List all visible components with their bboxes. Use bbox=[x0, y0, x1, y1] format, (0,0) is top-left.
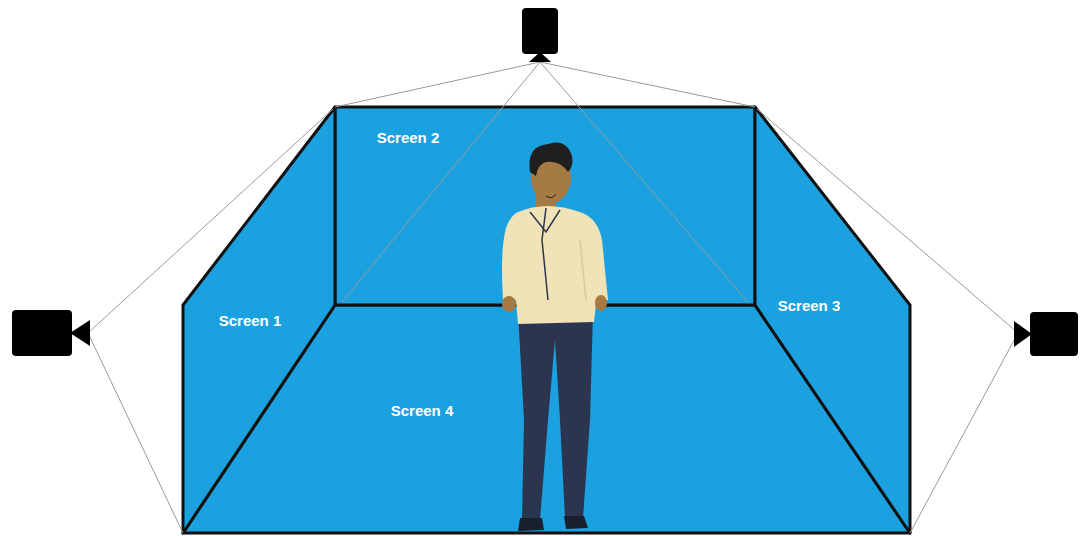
left-projector bbox=[12, 310, 90, 356]
projection-screen: Screen 3 bbox=[755, 107, 910, 533]
screen-label: Screen 1 bbox=[218, 311, 282, 330]
screen-surface bbox=[183, 107, 335, 533]
right-projector bbox=[1014, 312, 1078, 356]
screen-label: Screen 2 bbox=[362, 128, 454, 147]
top-projector bbox=[522, 8, 558, 62]
projection-screen: Screen 1 bbox=[183, 107, 335, 533]
projection-screen: Screen 2 bbox=[335, 107, 755, 305]
screen-surface bbox=[755, 107, 910, 533]
screen-outline bbox=[183, 305, 910, 533]
projection-screen: Screen 4 bbox=[183, 305, 910, 533]
screen-label: Screen 3 bbox=[777, 296, 841, 315]
screen-label: Screen 4 bbox=[376, 401, 468, 420]
screen-outline bbox=[755, 107, 910, 533]
projection-beams bbox=[88, 62, 1018, 533]
screen-surface bbox=[335, 107, 755, 305]
